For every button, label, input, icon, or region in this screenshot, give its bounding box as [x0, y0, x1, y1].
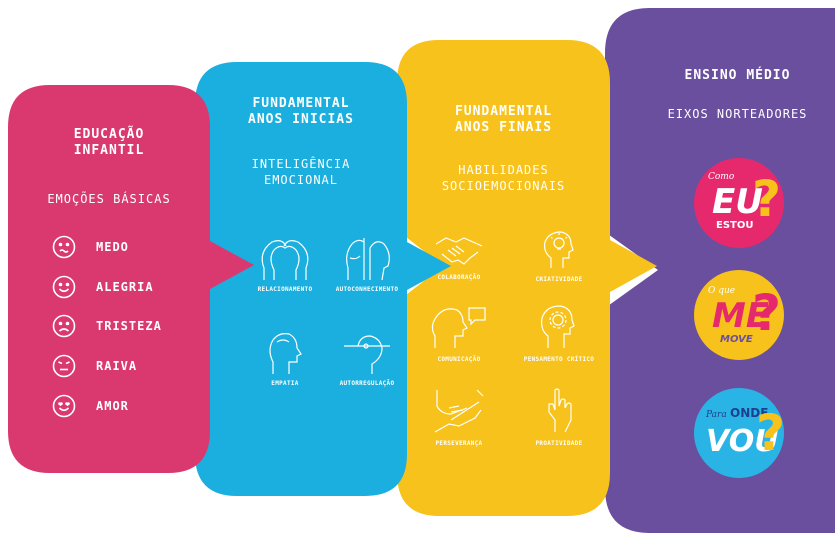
panel-anos-iniciais-shape: [195, 62, 451, 496]
anos-finais-title-2: ANOS FINAIS: [454, 120, 553, 135]
badge-o-que-me-move: O que ME MOVE ?: [694, 270, 784, 360]
badge1-small2-text: ESTOU: [716, 220, 754, 231]
anos-iniciais-title-1: FUNDAMENTAL: [252, 96, 350, 111]
panel-educacao-infantil-shape: [8, 85, 254, 473]
badge-como-eu-estou: Como EU ESTOU ?: [694, 158, 784, 248]
skill-label-criatividade: CRIATIVIDADE: [535, 276, 583, 283]
emotion-label-raiva: RAIVA: [96, 359, 138, 373]
panel-anos-finais-shape: [397, 40, 657, 516]
badge2-small2-text: MOVE: [720, 334, 753, 345]
badge2-big-text: ME: [712, 296, 770, 336]
lightbulb-head-icon: [544, 231, 574, 268]
skill-label-autorregulacao: AUTORREGULAÇÃO: [339, 380, 395, 387]
panel-anos-finais: FUNDAMENTAL ANOS FINAIS HABILIDADES SOCI…: [397, 40, 657, 516]
raised-hand-icon: [548, 388, 572, 433]
skill-criatividade: CRIATIVIDADE: [511, 228, 607, 283]
emotion-alegria: ALEGRIA: [52, 275, 154, 299]
gear-head-icon: [541, 305, 575, 348]
panel-ensino-medio-bg: [605, 8, 835, 533]
infantil-title-1: EDUCAÇÃO: [73, 127, 145, 142]
mirror-head-icon: [346, 238, 390, 281]
skill-label-proatividade: PROATIVIDADE: [535, 440, 583, 447]
skill-label-perseveranca: PERSEVERANÇA: [435, 440, 483, 447]
smiling-face-icon: [52, 275, 76, 299]
infantil-subtitle: EMOÇÕES BÁSICAS: [47, 192, 171, 206]
skill-label-relacionamento: RELACIONAMENTO: [257, 286, 313, 293]
emotion-medo: MEDO: [52, 235, 129, 259]
skill-label-autoconhecimento: AUTOCONHECIMENTO: [335, 286, 399, 293]
angry-face-icon: [52, 354, 76, 378]
skill-relacionamento: RELACIONAMENTO: [237, 234, 333, 293]
head-balance-icon: [344, 335, 390, 374]
badge3-question-mark: ?: [756, 404, 786, 462]
anos-finais-subtitle-2: SOCIOEMOCIONAIS: [441, 179, 566, 193]
panel-ensino-medio: ENSINO MÉDIO EIXOS NORTEADORES Como EU E…: [600, 8, 835, 533]
badge3-small-text: Para: [706, 410, 727, 420]
ensino-medio-title: ENSINO MÉDIO: [684, 68, 791, 83]
badge2-small-text: O que: [708, 286, 736, 296]
emotion-label-tristeza: TRISTEZA: [96, 319, 162, 333]
hands-rope-icon: [434, 389, 484, 433]
anos-finais-title-1: FUNDAMENTAL: [454, 104, 553, 119]
skill-proatividade: PROATIVIDADE: [511, 386, 607, 447]
sad-face-icon: [52, 314, 76, 338]
ensino-medio-subtitle: EIXOS NORTEADORES: [667, 107, 808, 121]
badge-para-onde-vou: Para ONDE VOU ?: [694, 388, 786, 478]
skill-label-colaboracao: COLABORAÇÃO: [437, 274, 481, 281]
emotion-tristeza: TRISTEZA: [52, 314, 162, 338]
anos-iniciais-subtitle-1: INTELIGÊNCIA: [251, 157, 351, 171]
skill-label-empatia: EMPATIA: [271, 380, 299, 387]
worried-face-icon: [52, 235, 76, 259]
emotion-label-medo: MEDO: [96, 240, 129, 254]
skill-label-comunicacao: COMUNICAÇÃO: [437, 356, 481, 363]
emotion-label-alegria: ALEGRIA: [96, 280, 154, 294]
anos-iniciais-subtitle-2: EMOCIONAL: [263, 173, 339, 187]
panel-anos-finais-bg: [397, 40, 657, 516]
handshake-icon: [435, 237, 483, 265]
badge1-question-mark: ?: [752, 170, 782, 228]
badge3-small2-text: ONDE: [730, 406, 769, 420]
skill-perseveranca: PERSEVERANÇA: [411, 386, 507, 447]
skill-pensamento-critico: PENSAMENTO CRÍTICO: [511, 302, 607, 363]
anos-finais-subtitle-1: HABILIDADES: [458, 163, 549, 177]
skill-label-pensamento-critico: PENSAMENTO CRÍTICO: [523, 356, 595, 363]
panel-educacao-infantil: EDUCAÇÃO INFANTIL EMOÇÕES BÁSICAS MEDO A…: [8, 85, 254, 473]
panel-anos-iniciais-bg: [195, 62, 451, 496]
emotion-label-amor: AMOR: [96, 399, 129, 413]
emotion-amor: AMOR: [52, 394, 129, 418]
speech-head-icon: [431, 307, 486, 348]
badge1-big-text: EU: [712, 182, 763, 222]
badge2-question-mark: ?: [752, 284, 782, 342]
anos-iniciais-title-2: ANOS INICIAS: [248, 112, 354, 127]
panel-anos-iniciais: FUNDAMENTAL ANOS INICIAS INTELIGÊNCIA EM…: [195, 62, 451, 496]
skill-colaboracao: COLABORAÇÃO: [411, 230, 507, 281]
panel-ensino-medio-shape: [605, 8, 835, 533]
badge1-small-text: Como: [708, 172, 735, 182]
infantil-title-2: INFANTIL: [73, 143, 145, 158]
panel-educacao-infantil-bg: [8, 85, 254, 473]
heart-eyes-face-icon: [52, 394, 76, 418]
badge3-big-text: VOU: [706, 424, 779, 459]
two-heads-icon: [261, 240, 309, 280]
skill-empatia: EMPATIA: [237, 328, 333, 387]
skill-autorregulacao: AUTORREGULAÇÃO: [319, 328, 415, 387]
emotion-raiva: RAIVA: [52, 354, 137, 378]
head-profile-icon: [269, 333, 302, 374]
skill-autoconhecimento: AUTOCONHECIMENTO: [319, 234, 415, 293]
skill-comunicacao: COMUNICAÇÃO: [411, 302, 507, 363]
